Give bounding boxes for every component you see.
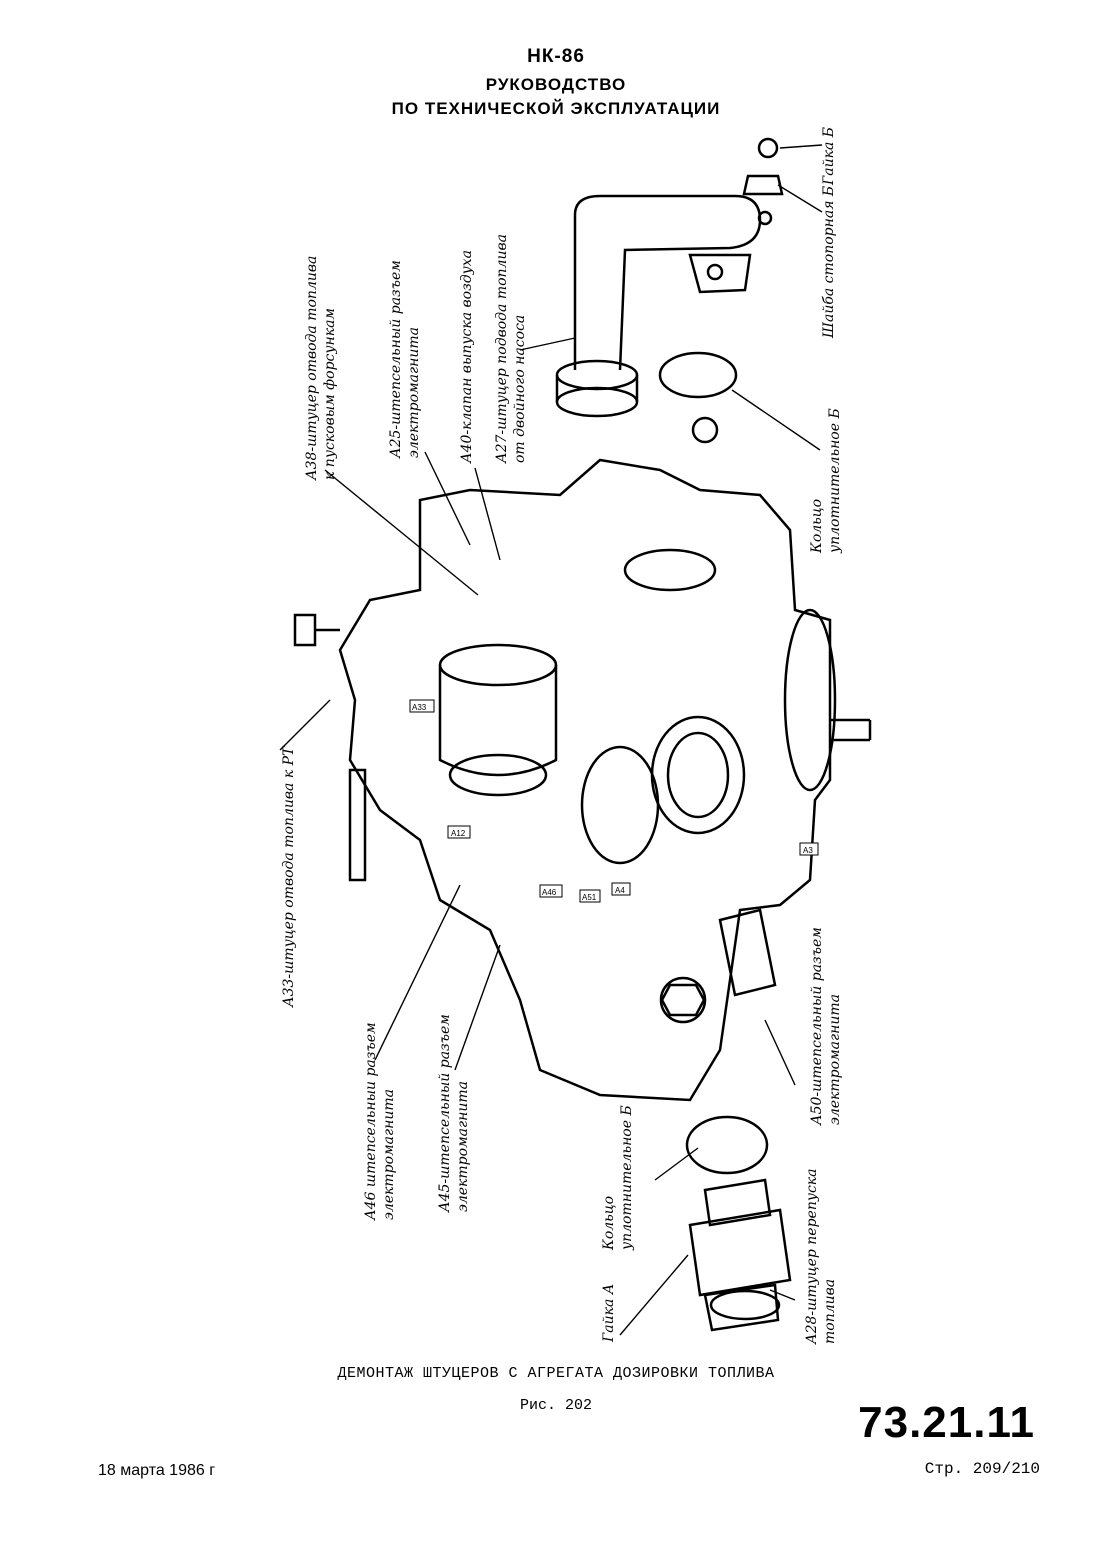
tag-a33: А33 bbox=[412, 703, 427, 712]
tag-a4: А4 bbox=[615, 886, 625, 895]
section-code: 73.21.11 bbox=[858, 1398, 1035, 1447]
revision-date: 18 марта 1986 г bbox=[98, 1462, 216, 1479]
unit-body-outline bbox=[338, 458, 832, 1102]
tag-a46: А46 bbox=[542, 888, 557, 897]
label-a40: А40-клапан выпуска воздуха bbox=[459, 250, 475, 463]
document-title-line2: ПО ТЕХНИЧЕСКОЙ ЭКСПЛУАТАЦИИ bbox=[391, 99, 721, 118]
label-nut-a: Гайка А bbox=[601, 1283, 617, 1342]
figure-caption-title: ДЕМОНТАЖ ШТУЦЕРОВ С АГРЕГАТА ДОЗИРОВКИ Т… bbox=[337, 1365, 775, 1382]
page-number: Стр. 209/210 bbox=[924, 1460, 1040, 1478]
label-washer-b: Шайба стопорная Б bbox=[821, 185, 837, 338]
document-title-line1: РУКОВОДСТВО bbox=[485, 75, 627, 94]
tag-a3: А3 bbox=[803, 846, 813, 855]
label-nut-b: Гайка Б bbox=[821, 126, 837, 185]
figure-number: Рис. 202 bbox=[519, 1397, 592, 1414]
tag-a51: А51 bbox=[582, 893, 597, 902]
a27-pipe bbox=[573, 194, 762, 371]
document-model: НК-86 bbox=[527, 46, 585, 67]
tag-a12: А12 bbox=[451, 829, 466, 838]
label-a33: А33-штуцер отвода топлива к РТ bbox=[281, 746, 297, 1007]
